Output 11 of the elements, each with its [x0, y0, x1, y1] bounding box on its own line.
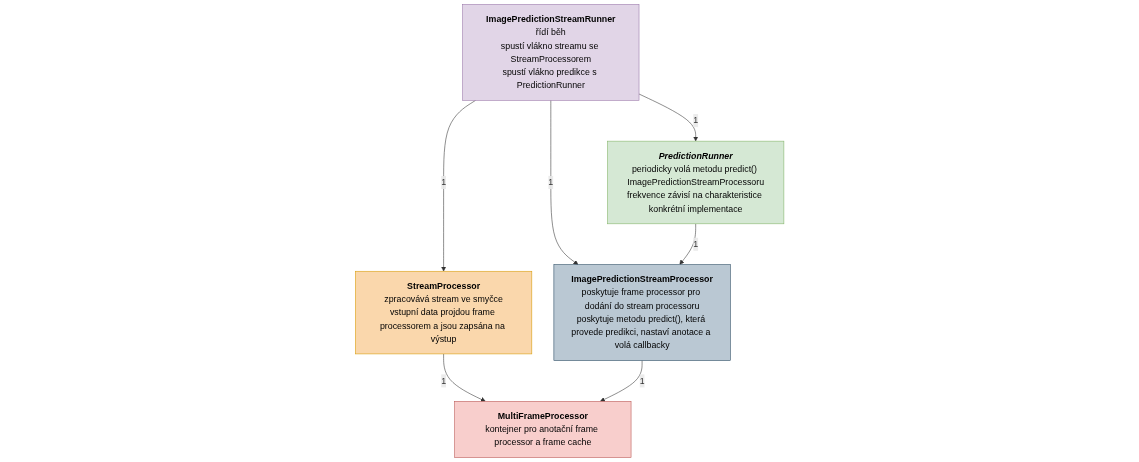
edge-label: 1: [441, 375, 446, 386]
node-box: ImagePredictionStreamRunner řídí běh spustí vlákno streamu se StreamProcessorem spustí vlákno predikce s PredictionRunner: [462, 4, 640, 101]
node-box: ImagePredictionStreamProcessor poskytuje frame processor pro dodání do stream processoru poskytuje metodu predict(), která provede predikci, nastaví anotace a volá callbacky: [553, 264, 731, 361]
edge-label: 1: [548, 177, 554, 187]
node-box: PredictionRunner periodicky volá metodu predict() ImagePredictionStreamProcessoru frekvence závisí na charakteristice konkrétní implementace: [607, 140, 784, 225]
edge-label: 1: [693, 115, 698, 126]
node-box: StreamProcessor zpracovává stream ve smyčce vstupní data projdou frame processorem a jsou zapsána na výstup: [355, 270, 532, 355]
edge-label: 1: [693, 239, 698, 249]
edge-label: 1: [441, 177, 446, 187]
node-box: MultiFrameProcessor kontejner pro anotační frame processor a frame cache: [454, 401, 632, 458]
edge-label: 1: [639, 375, 645, 386]
